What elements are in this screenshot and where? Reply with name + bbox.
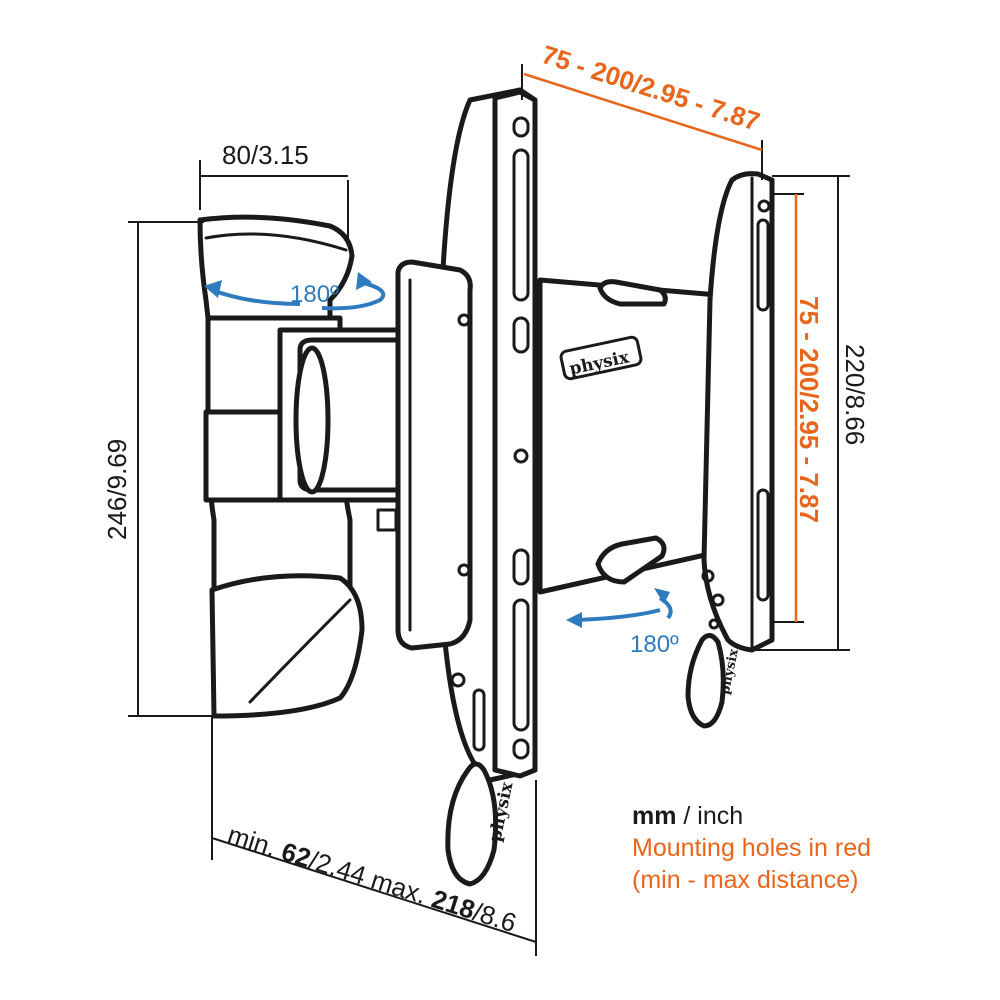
- key-tag-right: physix: [685, 633, 742, 729]
- plate-height-dimension: 220/8.66: [752, 175, 870, 651]
- vesa-vertical-dimension: 75 - 200/2.95 - 7.87: [770, 193, 824, 623]
- vesa-horizontal-dimension: 75 - 200/2.95 - 7.87: [521, 39, 764, 180]
- arm-swivel-arrow: 180º: [204, 272, 386, 311]
- arm-swivel-label: 180º: [290, 281, 339, 308]
- swivel-arm: [197, 214, 423, 719]
- arm-width-dimension: 80/3.15: [199, 140, 349, 240]
- arm-height-dimension: 246/9.69: [102, 221, 214, 717]
- vesa-horizontal-label: 75 - 200/2.95 - 7.87: [538, 39, 763, 137]
- plate-tilt-arrow: 180º: [566, 588, 679, 658]
- key-tag-center: physix: [445, 761, 518, 887]
- plate-tilt-label: 180º: [630, 631, 679, 658]
- vesa-vertical-label: 75 - 200/2.95 - 7.87: [794, 296, 824, 523]
- swivel-clamp: [376, 259, 473, 651]
- legend: mm / inch Mounting holes in red (min - m…: [632, 800, 871, 896]
- legend-units: mm / inch: [632, 802, 744, 830]
- arm-width-label: 80/3.15: [222, 140, 309, 170]
- plate-height-label: 220/8.66: [840, 344, 870, 445]
- legend-distance-note: (min - max distance): [632, 866, 859, 894]
- tv-adapter: physix: [537, 171, 775, 653]
- legend-mounting-holes: Mounting holes in red: [632, 834, 872, 862]
- arm-height-label: 246/9.69: [102, 439, 132, 540]
